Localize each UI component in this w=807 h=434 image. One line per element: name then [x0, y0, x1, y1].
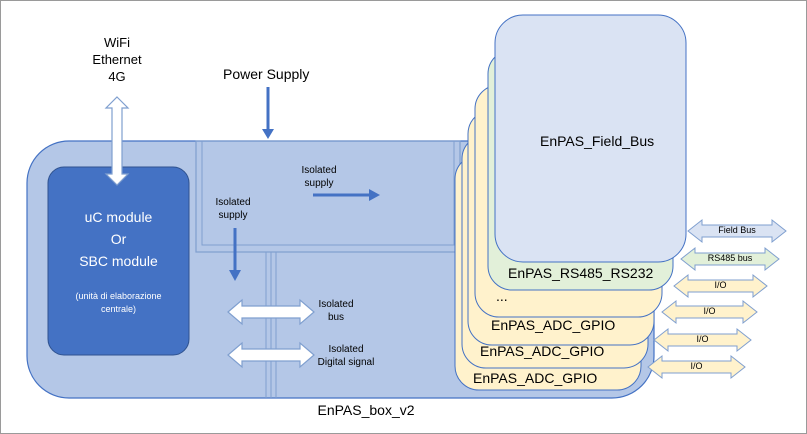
- isolated-digital-line2: Digital signal: [317, 357, 375, 368]
- isolated-bus-arrow: [227, 298, 315, 326]
- io-arrow-3-label: I/O: [696, 334, 709, 344]
- isolated-digital-line1: Isolated: [328, 344, 364, 355]
- comms-4g: 4G: [108, 69, 126, 84]
- cpu-module-label: uC module Or SBC module: [48, 206, 189, 272]
- io-arrow-4-label: I/O: [690, 361, 703, 371]
- io-arrow-3: [653, 327, 752, 353]
- isolated-bus-label: Isolated bus: [308, 298, 364, 324]
- cpu-module-note2: centrale): [100, 304, 136, 314]
- comms-ethernet: Ethernet: [92, 52, 142, 67]
- isolated-digital-arrow: [227, 341, 315, 369]
- io-arrow-2: [661, 299, 758, 325]
- card-field-bus: [494, 14, 687, 263]
- card-ellipsis-label: ...: [496, 288, 508, 304]
- cpu-module-note1: (unità di elaborazione: [75, 291, 162, 301]
- isolated-digital-label: Isolated Digital signal: [306, 343, 386, 369]
- isolated-supply-right-line1: Isolated: [301, 165, 337, 176]
- cpu-module-note: (unità di elaborazione centrale): [48, 290, 189, 316]
- power-section-inner: [201, 140, 455, 246]
- card-rs485-label: EnPAS_RS485_RS232: [508, 265, 654, 281]
- io-arrow-1: [673, 273, 768, 299]
- comms-wifi: WiFi: [104, 35, 130, 50]
- isolated-supply-left-line1: Isolated: [215, 197, 251, 208]
- rs485-bus-arrow: [680, 246, 780, 272]
- isolated-supply-left-label: Isolated supply: [206, 196, 260, 222]
- card-field-bus-label: EnPAS_Field_Bus: [540, 133, 655, 149]
- card-adc-2-label: EnPAS_ADC_GPIO: [480, 343, 605, 359]
- comms-label: WiFi Ethernet 4G: [82, 34, 152, 85]
- power-supply-label: Power Supply: [223, 66, 310, 82]
- field-bus-arrow-label: Field Bus: [718, 225, 756, 235]
- box-title: EnPAS_box_v2: [317, 402, 415, 418]
- power-arrow-head: [262, 129, 274, 139]
- io-arrow-1-label: I/O: [714, 280, 727, 290]
- io-arrow-4: [647, 354, 746, 380]
- io-arrow-2-label: I/O: [703, 306, 716, 316]
- isolated-supply-right-label: Isolated supply: [287, 164, 351, 190]
- card-adc-1-label: EnPAS_ADC_GPIO: [491, 317, 616, 333]
- isolated-supply-right-line2: supply: [304, 178, 334, 189]
- cpu-module-line3: SBC module: [79, 253, 158, 269]
- cpu-module-line2: Or: [110, 231, 127, 247]
- isolated-bus-line1: Isolated: [318, 299, 354, 310]
- cpu-module-line1: uC module: [84, 209, 153, 225]
- iso-supply-right-head: [369, 189, 380, 201]
- field-bus-arrow: [687, 218, 787, 244]
- isolated-bus-line2: bus: [327, 312, 345, 323]
- iso-supply-down-head: [229, 270, 241, 281]
- isolated-supply-left-line2: supply: [218, 210, 248, 221]
- rs485-bus-arrow-label: RS485 bus: [707, 253, 753, 263]
- card-adc-3-label: EnPAS_ADC_GPIO: [473, 370, 598, 386]
- comms-double-arrow: [104, 96, 130, 186]
